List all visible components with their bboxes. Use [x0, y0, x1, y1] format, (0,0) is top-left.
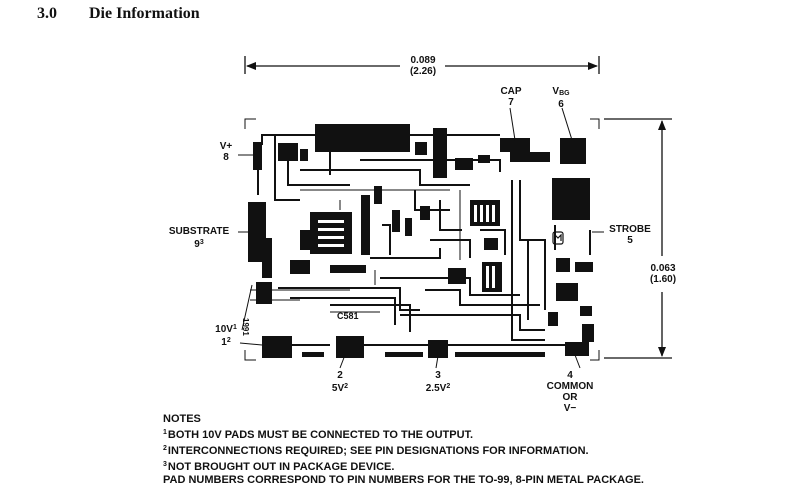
note-3: 3NOT BROUGHT OUT IN PACKAGE DEVICE.	[163, 458, 644, 474]
leader-lines	[238, 107, 604, 369]
notes-title: NOTES	[163, 413, 201, 425]
pin-vplus-name: V+	[219, 141, 233, 152]
pin-5v-label: 2 5V2	[322, 370, 358, 394]
note-3-text: NOT BROUGHT OUT IN PACKAGE DEVICE.	[167, 461, 395, 473]
height-mm: (1.60)	[649, 274, 677, 285]
notes-block: NOTES 1BOTH 10V PADS MUST BE CONNECTED T…	[163, 413, 644, 487]
pin-substrate-note: 3	[199, 239, 204, 246]
section-heading: 3.0 Die Information	[37, 5, 200, 23]
note-3-marker: 3	[163, 461, 167, 468]
pin-2-5v-note: 2	[446, 383, 451, 390]
pin-2-5v-name: 2.5V	[425, 383, 447, 394]
die-traces	[257, 134, 591, 346]
pin-vbg-name: V	[552, 86, 560, 97]
pin-vplus-number: 8	[223, 152, 229, 163]
logo-mark	[552, 231, 564, 245]
note-1: 1BOTH 10V PADS MUST BE CONNECTED TO THE …	[163, 426, 644, 442]
note-1-marker: 1	[163, 429, 167, 436]
pin-vplus-label: V+ 8	[214, 141, 238, 163]
note-4: PAD NUMBERS CORRESPOND TO PIN NUMBERS FO…	[163, 474, 644, 487]
die-part-mark: C581	[337, 311, 359, 321]
pin-5v-name: 5V	[331, 383, 345, 394]
note-2-text: INTERCONNECTIONS REQUIRED; SEE PIN DESIG…	[167, 445, 589, 457]
pin-substrate-name: SUBSTRATE	[168, 226, 230, 237]
pin-vbg-subscript: BG	[559, 90, 570, 97]
pin-10v-number-note: 2	[226, 337, 231, 344]
height-dimension-label: 0.063 (1.60)	[643, 263, 683, 285]
pin-strobe-label: STROBE 5	[603, 224, 657, 246]
width-mm: (2.26)	[409, 66, 437, 77]
pin-cap-number: 7	[508, 97, 514, 108]
pin-common-name: COMMON	[546, 381, 594, 392]
pin-cap-label: CAP 7	[493, 86, 529, 108]
pin-cap-name: CAP	[500, 86, 522, 97]
pin-substrate-number: 9	[194, 239, 200, 250]
pin-strobe-number: 5	[627, 235, 633, 246]
pin-common-label: 4 COMMON OR V−	[535, 370, 605, 414]
note-2-marker: 2	[163, 445, 167, 452]
pin-10v-number: 1	[221, 337, 227, 348]
pin-strobe-name: STROBE	[609, 224, 651, 235]
pin-substrate-label: SUBSTRATE 93	[160, 226, 238, 250]
note-4-text: PAD NUMBERS CORRESPOND TO PIN NUMBERS FO…	[163, 474, 644, 486]
pin-10v-name: 10V	[215, 324, 233, 335]
die-outline	[244, 118, 600, 361]
note-1-text: BOTH 10V PADS MUST BE CONNECTED TO THE O…	[167, 429, 474, 441]
pin-common-or: OR	[562, 392, 578, 403]
section-title: Die Information	[89, 5, 200, 22]
die-traces-fine	[250, 189, 461, 313]
pin-vbg-number: 6	[558, 99, 564, 110]
width-dimension	[244, 56, 600, 74]
height-dimension	[604, 118, 672, 359]
pin-2-5v-number: 3	[435, 370, 441, 381]
pin-5v-number: 2	[337, 370, 343, 381]
pin-common-number: 4	[567, 370, 573, 381]
die-details	[318, 205, 495, 288]
section-number: 3.0	[37, 5, 57, 22]
pin-5v-note: 2	[344, 383, 349, 390]
pin-vbg-label: VBG 6	[545, 86, 577, 110]
pin-10v-note: 1	[232, 324, 237, 331]
width-dimension-label: 0.089 (2.26)	[402, 55, 444, 77]
pin-common-vminus: V−	[563, 403, 577, 414]
height-inches: 0.063	[650, 263, 676, 274]
note-2: 2INTERCONNECTIONS REQUIRED; SEE PIN DESI…	[163, 442, 644, 458]
die-year-mark: 1991	[241, 318, 250, 336]
pin-10v-label: 10V1 12	[208, 322, 244, 348]
die-layout	[248, 124, 594, 358]
width-inches: 0.089	[410, 55, 436, 66]
pin-2-5v-label: 3 2.5V2	[418, 370, 458, 394]
